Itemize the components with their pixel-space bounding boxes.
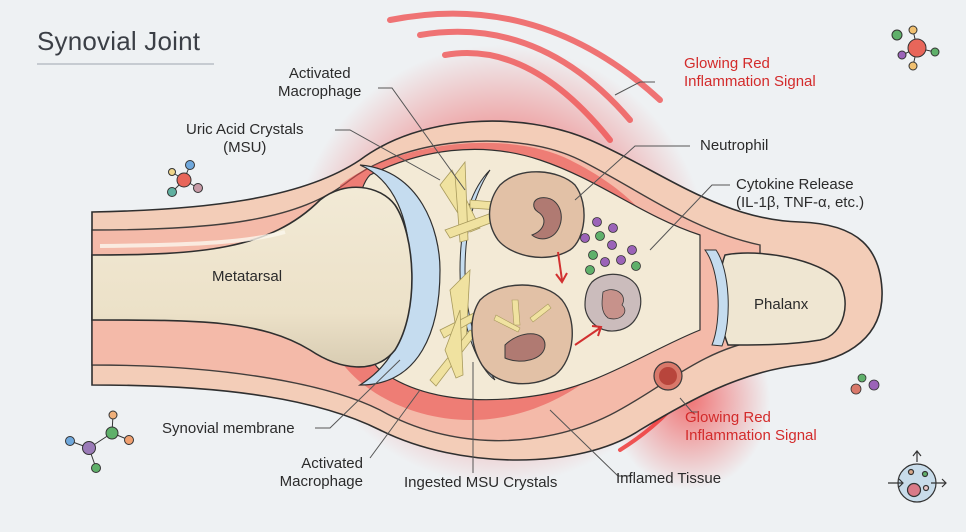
label-line: Macrophage xyxy=(278,83,362,100)
phalanx-cartilage xyxy=(704,249,729,347)
label-line: Glowing Red xyxy=(684,55,770,72)
label-line: Activated xyxy=(288,65,351,82)
neutrophil-cell xyxy=(584,273,642,332)
label-line: Inflammation Signal xyxy=(685,427,817,444)
label-inflammation-signal-top: Glowing Red Inflammation Signal xyxy=(684,55,816,91)
metatarsal-bone xyxy=(91,186,413,368)
activated-macrophage-top xyxy=(488,171,585,258)
label-line: Macrophage xyxy=(279,473,363,490)
label-activated-macrophage-top: Activated Macrophage xyxy=(278,65,361,101)
cytokine-particles xyxy=(580,217,641,275)
label-ingested-msu-crystals: Ingested MSU Crystals xyxy=(404,474,558,491)
label-line: Cytokine Release xyxy=(736,176,854,193)
signal-arcs-top xyxy=(387,10,663,143)
blood-vessel xyxy=(653,361,683,391)
title-divider xyxy=(37,63,214,65)
label-line: Activated xyxy=(301,455,363,472)
label-line: Uric Acid Crystals xyxy=(186,121,304,138)
label-line: (MSU) xyxy=(223,139,267,156)
cell-transport-icon xyxy=(888,450,947,503)
label-metatarsal: Metatarsal xyxy=(212,268,283,285)
label-phalanx: Phalanx xyxy=(754,296,809,313)
bone-highlight xyxy=(99,230,286,248)
page-title: Synovial Joint xyxy=(37,26,201,56)
label-inflamed-tissue: Inflamed Tissue xyxy=(616,470,722,487)
label-cytokine-release: Cytokine Release (IL-1β, TNF-α, etc.) xyxy=(736,176,864,212)
molecule-icon xyxy=(65,410,134,473)
label-line: Inflammation Signal xyxy=(684,73,816,90)
label-synovial-membrane: Synovial membrane xyxy=(162,420,295,437)
migration-arrows xyxy=(555,251,603,346)
label-uric-acid-crystals: Uric Acid Crystals (MSU) xyxy=(186,121,304,157)
activated-macrophage-bottom xyxy=(471,284,573,385)
label-activated-macrophage-bottom: Activated Macrophage xyxy=(270,455,363,491)
leader-lines xyxy=(315,81,730,477)
label-inflammation-signal-bottom: Glowing Red Inflammation Signal xyxy=(685,409,817,445)
molecule-icon xyxy=(167,160,203,197)
label-neutrophil: Neutrophil xyxy=(700,137,769,154)
particles-icon xyxy=(850,373,880,395)
molecule-icon xyxy=(891,25,940,71)
label-line: Glowing Red xyxy=(685,409,771,426)
label-line: (IL-1β, TNF-α, etc.) xyxy=(736,194,865,211)
